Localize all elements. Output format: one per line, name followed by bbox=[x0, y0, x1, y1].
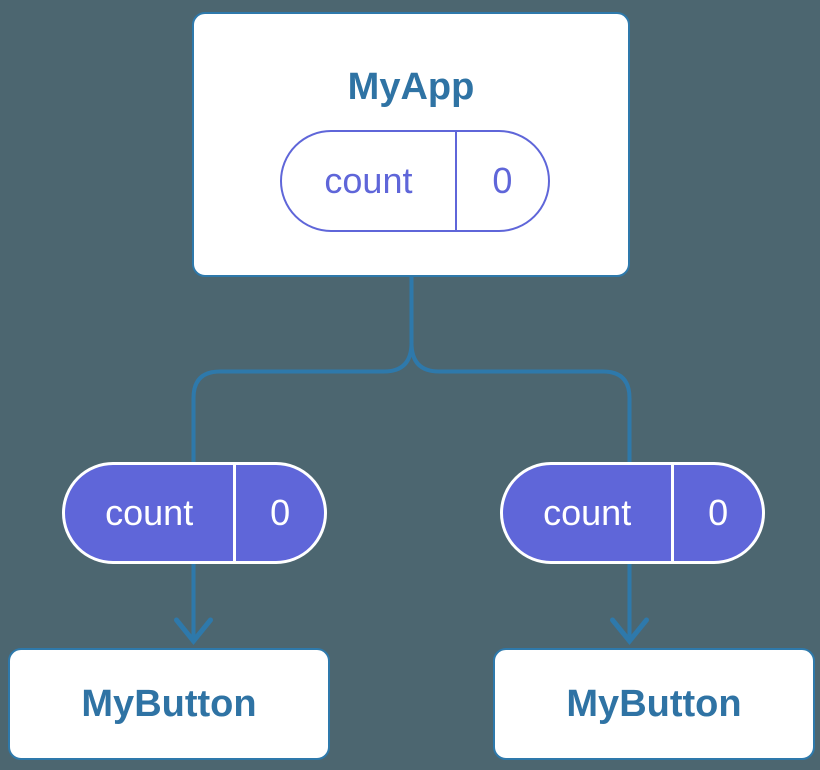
root-component-node: MyApp count 0 bbox=[192, 12, 630, 277]
prop-pill-label: count bbox=[543, 492, 632, 533]
prop-pill-value: 0 bbox=[233, 465, 324, 561]
state-pill-value: 0 bbox=[454, 132, 548, 230]
left-prop-pill: count 0 bbox=[62, 462, 327, 564]
child-component-title: MyButton bbox=[81, 682, 257, 725]
prop-pill-value: 0 bbox=[671, 465, 762, 561]
child-component-title: MyButton bbox=[566, 682, 742, 725]
right-child-component-node: MyButton bbox=[493, 648, 815, 760]
root-component-title: MyApp bbox=[347, 66, 475, 108]
prop-pill-label: count bbox=[105, 492, 194, 533]
left-child-component-node: MyButton bbox=[8, 648, 330, 760]
root-state-pill: count 0 bbox=[280, 130, 550, 232]
right-prop-pill: count 0 bbox=[500, 462, 765, 564]
left-branch-line bbox=[191, 342, 414, 639]
state-pill-label: count bbox=[324, 160, 413, 201]
left-arrowhead-icon bbox=[174, 617, 213, 645]
right-branch-line bbox=[409, 342, 632, 639]
right-arrowhead-icon bbox=[610, 617, 649, 645]
